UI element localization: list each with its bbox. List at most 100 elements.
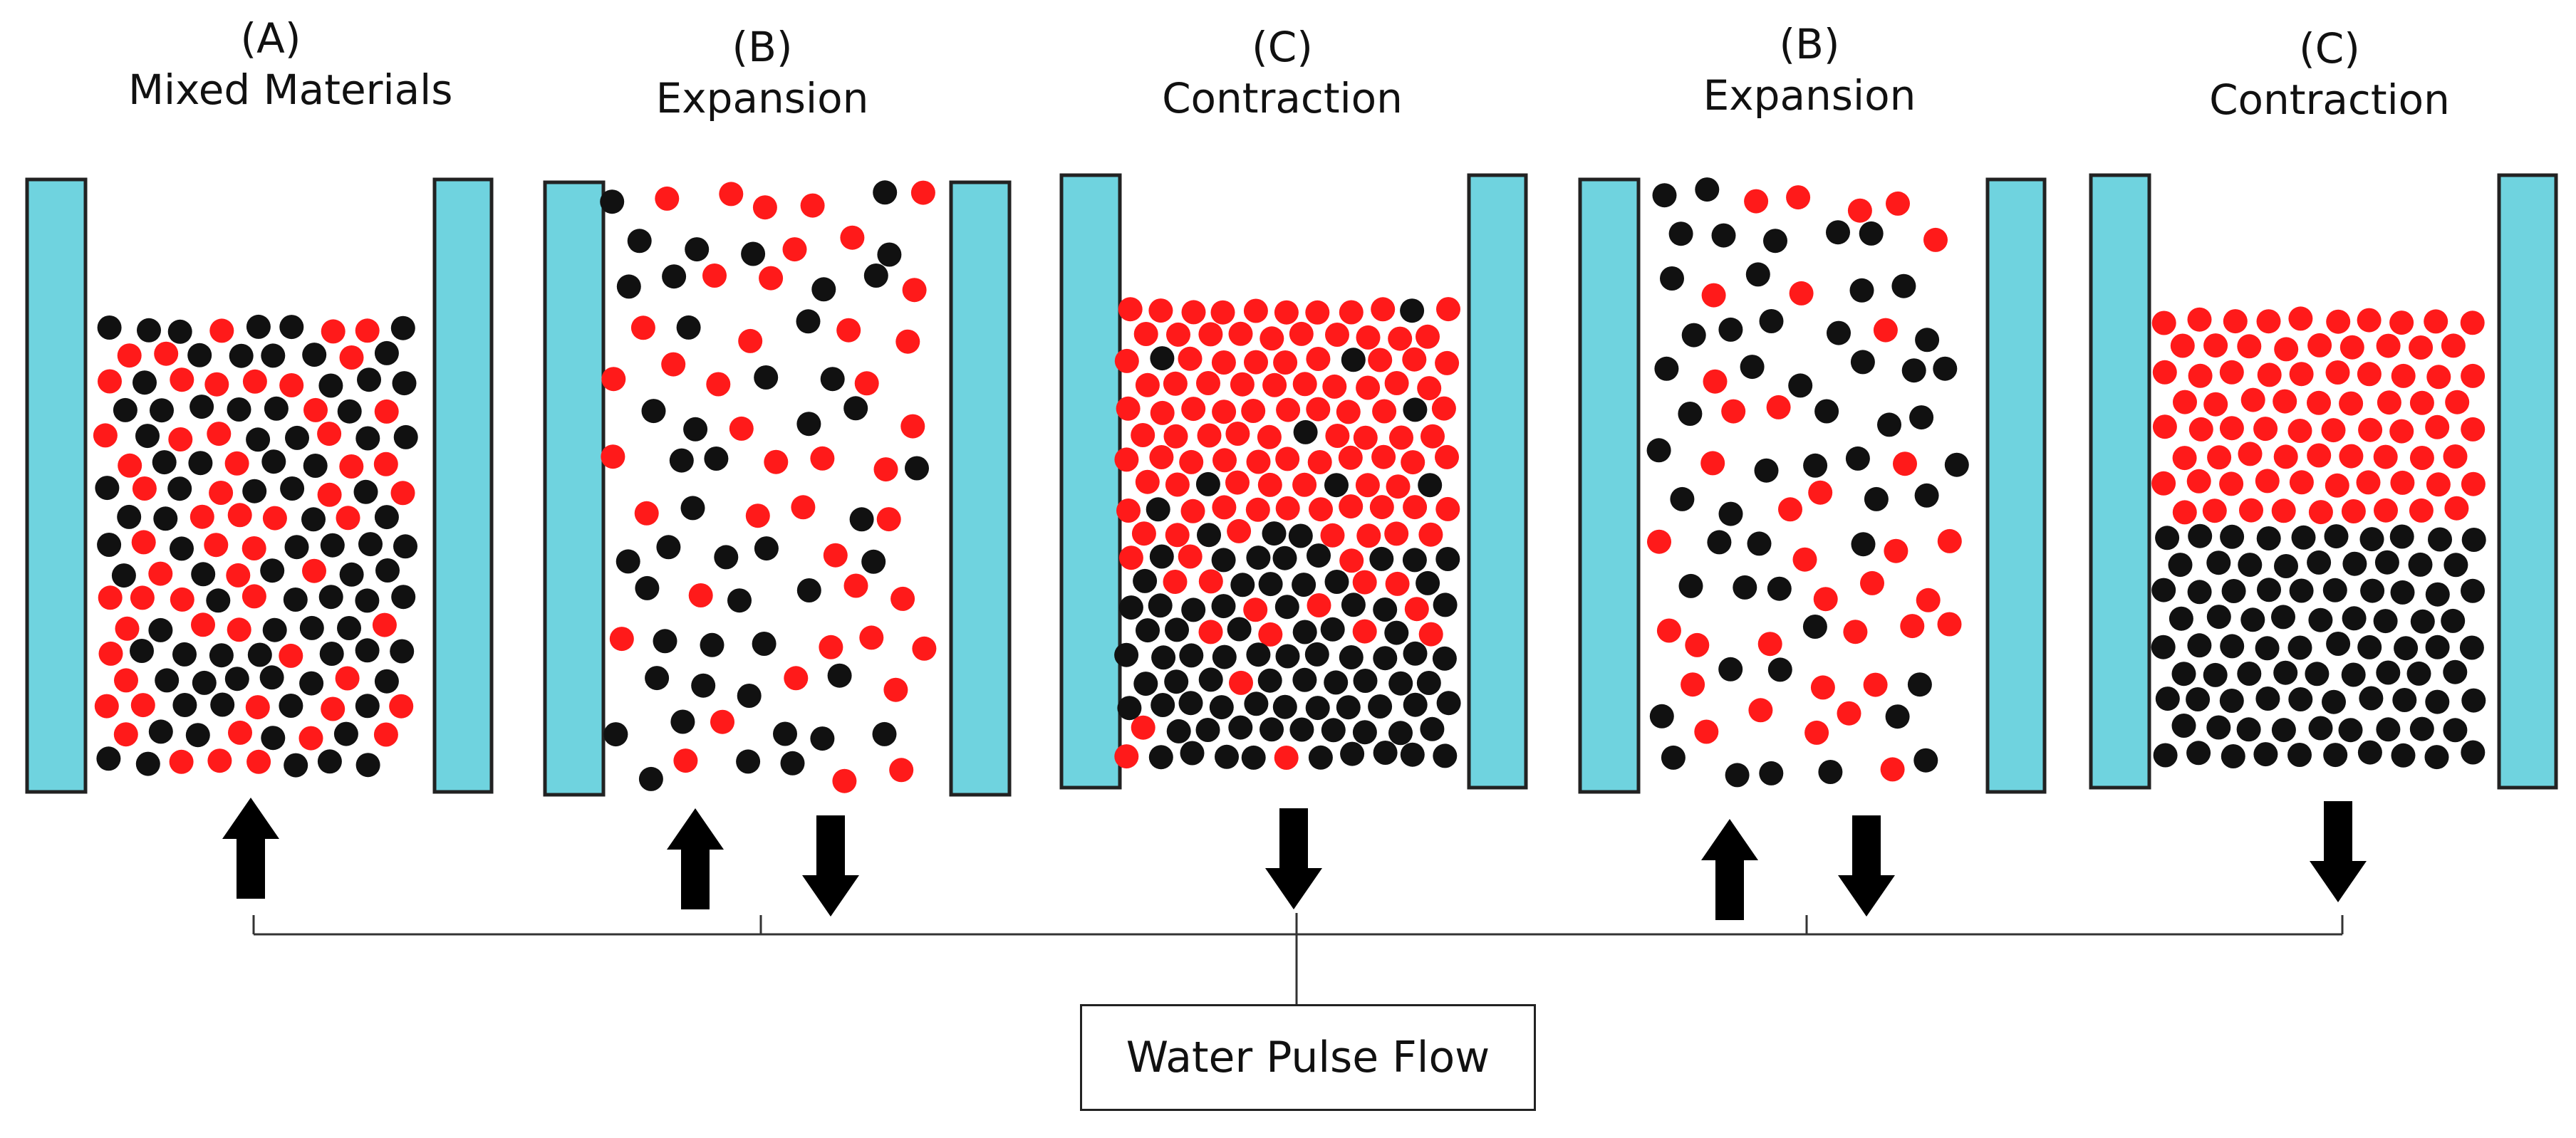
light-particle bbox=[302, 558, 326, 583]
light-particle bbox=[1306, 397, 1331, 422]
heavy-particle bbox=[2153, 743, 2178, 768]
heavy-particle bbox=[1747, 531, 1772, 556]
light-particle bbox=[1338, 445, 1363, 470]
panel-tag: (B) bbox=[732, 23, 793, 71]
light-particle bbox=[2409, 335, 2434, 360]
heavy-particle bbox=[2271, 718, 2296, 743]
heavy-particle bbox=[2255, 636, 2280, 661]
light-particle bbox=[1416, 324, 1440, 349]
heavy-particle bbox=[229, 343, 254, 368]
light-particle bbox=[204, 372, 229, 397]
light-particle bbox=[1325, 424, 1350, 448]
heavy-particle bbox=[1150, 346, 1175, 371]
light-particle bbox=[227, 503, 252, 528]
light-particle bbox=[1421, 424, 1445, 449]
light-particle bbox=[1114, 447, 1139, 472]
heavy-particle bbox=[189, 395, 214, 419]
heavy-particle bbox=[318, 373, 343, 398]
light-particle bbox=[98, 641, 123, 666]
heavy-particle bbox=[1292, 667, 1317, 692]
light-particle bbox=[729, 416, 754, 441]
heavy-particle bbox=[905, 456, 929, 481]
light-particle bbox=[1402, 347, 1427, 372]
light-particle bbox=[1181, 300, 1206, 325]
light-particle bbox=[113, 722, 138, 747]
heavy-particle bbox=[1275, 644, 1300, 669]
light-particle bbox=[2151, 471, 2176, 496]
heavy-particle bbox=[303, 454, 328, 478]
heavy-particle bbox=[752, 632, 777, 656]
heavy-particle bbox=[1913, 748, 1938, 773]
light-particle bbox=[2237, 334, 2262, 359]
heavy-particle bbox=[2406, 661, 2431, 686]
heavy-particle bbox=[1369, 546, 1394, 571]
heavy-particle bbox=[284, 753, 308, 778]
arrow-down-icon bbox=[802, 815, 859, 917]
light-particle bbox=[373, 722, 398, 747]
light-particle bbox=[902, 278, 927, 303]
heavy-particle bbox=[1707, 530, 1732, 555]
heavy-particle bbox=[1133, 568, 1158, 593]
heavy-particle bbox=[662, 264, 687, 289]
light-particle bbox=[1180, 498, 1205, 523]
heavy-particle bbox=[645, 666, 670, 691]
light-particle bbox=[1133, 322, 1158, 346]
heavy-particle bbox=[1336, 695, 1361, 720]
light-particle bbox=[2409, 446, 2434, 470]
heavy-particle bbox=[1211, 548, 1236, 573]
light-particle bbox=[1701, 283, 1726, 308]
heavy-particle bbox=[2151, 578, 2176, 602]
column-wall bbox=[1059, 173, 1122, 790]
light-particle bbox=[1937, 528, 1962, 553]
heavy-particle bbox=[260, 558, 285, 583]
heavy-particle bbox=[1901, 358, 1926, 383]
heavy-particle bbox=[704, 447, 729, 471]
heavy-particle bbox=[1373, 741, 1398, 765]
light-particle bbox=[2357, 308, 2382, 333]
light-particle bbox=[317, 422, 342, 447]
heavy-particle bbox=[1215, 744, 1239, 769]
heavy-particle bbox=[2391, 743, 2416, 768]
heavy-particle bbox=[299, 671, 324, 696]
light-particle bbox=[2202, 498, 2227, 523]
light-particle bbox=[2173, 390, 2197, 414]
light-particle bbox=[1198, 569, 1223, 594]
heavy-particle bbox=[390, 315, 415, 340]
heavy-particle bbox=[2203, 662, 2228, 687]
light-particle bbox=[1352, 570, 1377, 595]
light-particle bbox=[321, 696, 346, 721]
heavy-particle bbox=[1718, 501, 1743, 526]
heavy-particle bbox=[283, 588, 308, 612]
heavy-particle bbox=[1292, 620, 1317, 644]
light-particle bbox=[207, 422, 232, 447]
heavy-particle bbox=[2271, 605, 2295, 630]
water-pulse-flow-label: Water Pulse Flow bbox=[1126, 1033, 1490, 1082]
heavy-particle bbox=[2376, 660, 2401, 685]
heavy-particle bbox=[319, 642, 344, 666]
heavy-particle bbox=[1272, 694, 1297, 719]
heavy-particle bbox=[810, 726, 835, 751]
light-particle bbox=[2409, 498, 2434, 523]
light-particle bbox=[1863, 672, 1888, 697]
heavy-particle bbox=[2441, 608, 2466, 633]
heavy-particle bbox=[2186, 741, 2211, 766]
heavy-particle bbox=[1209, 695, 1234, 720]
heavy-particle bbox=[603, 722, 628, 747]
light-particle bbox=[1404, 597, 1429, 622]
light-particle bbox=[246, 749, 271, 774]
light-particle bbox=[2238, 442, 2263, 466]
heavy-particle bbox=[2341, 662, 2366, 687]
heavy-particle bbox=[2376, 717, 2401, 742]
heavy-particle bbox=[353, 479, 378, 504]
light-particle bbox=[1339, 548, 1364, 573]
light-particle bbox=[1262, 372, 1287, 397]
heavy-particle bbox=[155, 668, 180, 693]
panel-title: Expansion bbox=[655, 74, 869, 122]
light-particle bbox=[1150, 400, 1175, 425]
heavy-particle bbox=[2274, 554, 2298, 578]
heavy-particle bbox=[2459, 635, 2484, 660]
heavy-particle bbox=[355, 694, 380, 719]
heavy-particle bbox=[680, 496, 705, 521]
heavy-particle bbox=[279, 315, 304, 340]
heavy-particle bbox=[355, 426, 380, 451]
